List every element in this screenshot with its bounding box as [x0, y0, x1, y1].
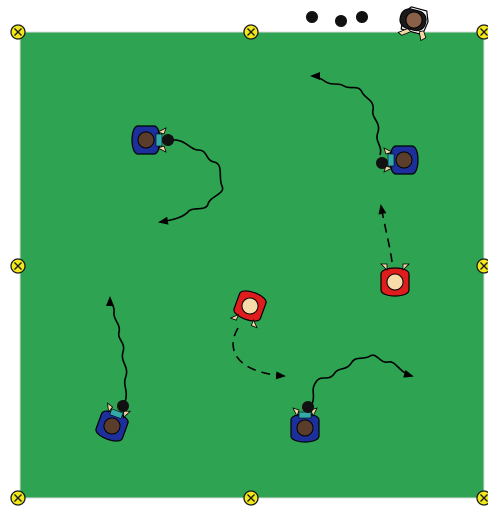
cone-middle-right — [477, 259, 488, 273]
spare-balls — [306, 11, 368, 27]
cone-middle-left — [11, 259, 25, 273]
blue-player-bottom-middle — [291, 408, 319, 442]
cone-bottom-right — [477, 491, 488, 505]
cone-bottom-middle — [244, 491, 258, 505]
spare-ball-2 — [335, 15, 347, 27]
spare-ball-1 — [306, 11, 318, 23]
cone-top-left — [11, 25, 25, 39]
cone-bottom-left — [11, 491, 25, 505]
ball-bottom-middle — [302, 401, 314, 413]
blue-player-top-right — [384, 146, 418, 174]
spare-ball-3 — [356, 11, 368, 23]
ball-top-right — [376, 157, 388, 169]
cone-top-right — [477, 25, 488, 39]
cone-top-middle — [244, 25, 258, 39]
blue-player-top-left — [132, 126, 166, 154]
ball-bottom-left — [117, 400, 129, 412]
ball-top-left — [162, 134, 174, 146]
pitch — [20, 32, 484, 498]
